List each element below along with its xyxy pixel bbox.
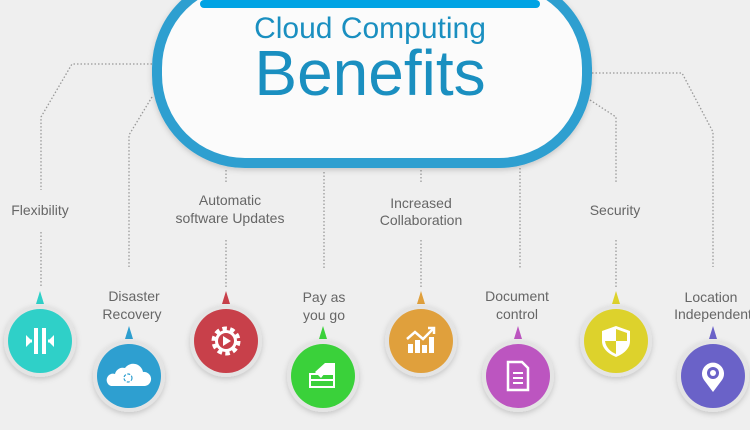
badge-increased-collaboration [385,291,457,377]
badge-circle [486,344,550,408]
badge-circle [389,309,453,373]
label-location-1: Location [685,289,738,305]
title-line1: Cloud Computing [254,12,486,45]
benefit-labels: Flexibility Disaster Recovery Automatic … [11,192,750,323]
label-automatic-updates-1: Automatic [199,192,261,208]
arrows-split-icon [26,328,54,354]
label-pay-as-you-go-1: Pay as [303,289,346,305]
growth-chart-icon [406,326,436,353]
label-collaboration-1: Increased [390,195,451,211]
label-automatic-updates-2: software Updates [176,210,285,226]
top-bar [200,0,540,8]
badge-location-independent [677,326,749,412]
label-flexibility: Flexibility [11,202,69,218]
pointer-triangle [709,326,717,339]
pointer-triangle [417,291,425,304]
badge-automatic-software-updates [190,291,262,377]
label-security: Security [590,202,641,218]
connector-security [589,99,617,288]
pointer-triangle [319,326,327,339]
connector-flexibility [40,63,152,288]
document-icon [506,360,530,392]
location-pin-icon [702,362,724,392]
pointer-triangle [125,326,133,339]
label-document-control-2: control [496,306,538,322]
connector-disaster-recovery [128,96,153,267]
badge-circle [8,309,72,373]
pointer-triangle [612,291,620,304]
label-pay-as-you-go-2: you go [303,307,345,323]
connector-location [592,72,714,267]
badge-security [580,291,652,377]
connector-lines [40,63,714,288]
label-disaster-recovery-1: Disaster [108,288,160,304]
badge-document-control [482,326,554,412]
title-pill: Cloud Computing Benefits [152,0,592,168]
label-collaboration-2: Collaboration [380,212,463,228]
pointer-triangle [514,326,522,339]
benefit-badges [4,291,749,412]
label-disaster-recovery-2: Recovery [102,306,161,322]
badge-flexibility [4,291,76,377]
hand-card-icon [309,363,335,388]
badge-pay-as-you-go [287,326,359,412]
label-document-control-1: Document [485,288,549,304]
badge-circle [291,344,355,408]
pointer-triangle [36,291,44,304]
shield-icon [602,326,630,357]
cloud-recycle-icon [106,363,152,386]
badge-disaster-recovery [93,326,165,412]
gear-play-icon [211,326,241,356]
title-line2: Benefits [254,37,485,109]
label-location-2: Independent [674,306,750,322]
pointer-triangle [222,291,230,304]
